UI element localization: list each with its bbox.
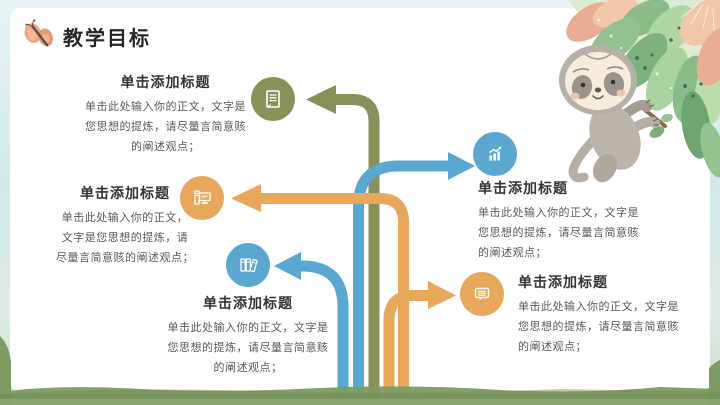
speech-bubble-circle	[460, 272, 504, 316]
document-icon	[266, 90, 280, 108]
block-title[interactable]: 单击添加标题	[203, 295, 293, 311]
text-block-chart[interactable]: 单击添加标题 单击此处输入你的正文，文字是 您思想的提炼，请尽量言简意赅 的阐述…	[478, 178, 648, 263]
block-title[interactable]: 单击添加标题	[518, 274, 608, 290]
block-title[interactable]: 单击添加标题	[80, 185, 170, 201]
text-block-document[interactable]: 单击添加标题 单击此处输入你的正文，文字是 您思想的提炼，请尽量言简意赅 的阐述…	[83, 72, 248, 157]
computer-circle	[180, 176, 224, 220]
books-icon	[240, 258, 258, 273]
block-body-line: 您思想的提炼，请尽量言简意赅	[167, 342, 329, 354]
block-title[interactable]: 单击添加标题	[120, 74, 211, 90]
block-body-line: 您思想的提炼，请尽量言简意赅	[478, 227, 639, 239]
block-body-line: 您思想的提炼，请尽量言简意赅	[518, 321, 679, 333]
block-body-line: 单击此处输入你的正文，文字是	[85, 101, 246, 113]
block-body-line: 文字是您思想的提炼，请	[61, 232, 189, 244]
books-circle	[226, 243, 270, 287]
text-block-speech[interactable]: 单击添加标题 单击此处输入你的正文，文字是 您思想的提炼，请尽量言简意赅 的阐述…	[518, 272, 688, 357]
text-block-computer[interactable]: 单击添加标题 单击此处输入你的正文， 文字是您思想的提炼，请 尽量言简意赅的阐述…	[45, 183, 205, 268]
block-body-line: 单击此处输入你的正文，文字是	[518, 301, 679, 313]
block-body-line: 的阐述观点；	[518, 341, 587, 353]
bar-chart-circle	[473, 132, 517, 176]
block-body-line: 单击此处输入你的正文，	[61, 212, 189, 224]
block-body-line: 的阐述观点；	[131, 141, 200, 153]
block-body-line: 的阐述观点；	[478, 247, 547, 259]
page-title[interactable]: 教学目标	[63, 28, 151, 50]
block-body-line: 单击此处输入你的正文，文字是	[478, 207, 639, 219]
block-body-line: 尽量言简意赅的阐述观点；	[56, 252, 194, 264]
text-block-books[interactable]: 单击添加标题 单击此处输入你的正文，文字是 您思想的提炼，请尽量言简意赅 的阐述…	[163, 293, 333, 378]
document-circle	[251, 77, 295, 121]
computer-icon	[194, 190, 211, 205]
butterfly-icon	[24, 19, 53, 47]
block-title[interactable]: 单击添加标题	[478, 180, 568, 196]
block-body-line: 您思想的提炼，请尽量言简意赅	[85, 121, 246, 133]
block-body-line: 的阐述观点；	[213, 362, 283, 374]
block-body-line: 单击此处输入你的正文，文字是	[167, 322, 329, 334]
bar-chart-icon	[489, 146, 502, 161]
speech-bubble-icon	[474, 287, 490, 301]
